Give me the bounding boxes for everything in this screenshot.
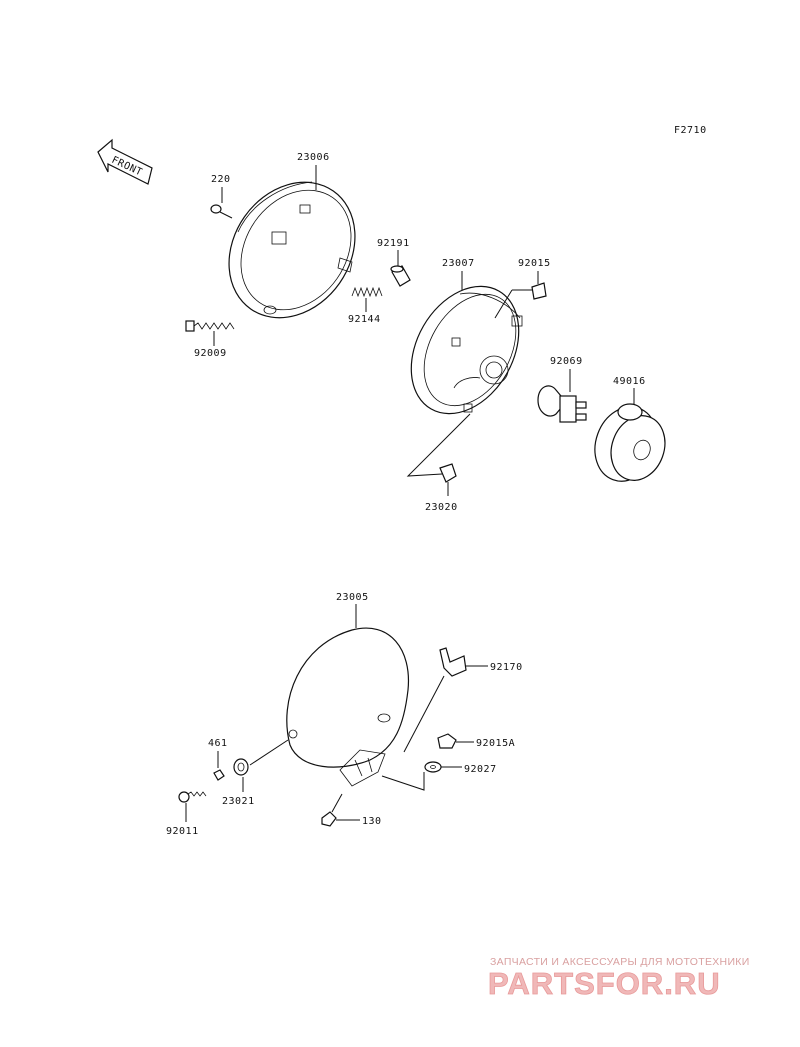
spring-92144 <box>351 286 383 298</box>
front-arrow-icon: FRONT <box>97 138 153 185</box>
label-92027: 92027 <box>464 764 497 775</box>
label-23007: 23007 <box>442 258 475 269</box>
watermark-logo: PARTSFOR.RU <box>488 966 721 1001</box>
label-92015A: 92015A <box>476 738 515 749</box>
bulb-92069 <box>537 385 587 423</box>
label-23021: 23021 <box>222 796 255 807</box>
label-23020: 23020 <box>425 502 458 513</box>
bolt-130 <box>321 793 343 827</box>
watermark-tagline: ЗАПЧАСТИ И АКСЕССУАРЫ ДЛЯ МОТОТЕХНИКИ <box>490 956 750 968</box>
rubber-boot-49016 <box>594 403 666 482</box>
clip-92015 <box>531 282 547 300</box>
collar-92191 <box>390 265 411 287</box>
screw-92009 <box>185 320 235 332</box>
screw-220 <box>210 204 233 219</box>
label-92170: 92170 <box>490 662 523 673</box>
label-461: 461 <box>208 738 228 749</box>
clip-92015A <box>437 733 457 749</box>
bracket-92170 <box>439 647 467 677</box>
headlight-rim-23006 <box>228 181 356 319</box>
washer-92027 <box>424 761 442 773</box>
label-49016: 49016 <box>613 376 646 387</box>
socket-23020 <box>439 463 457 483</box>
label-92011: 92011 <box>166 826 199 837</box>
label-23005: 23005 <box>336 592 369 603</box>
label-92015: 92015 <box>518 258 551 269</box>
label-92009: 92009 <box>194 348 227 359</box>
grommet-23021 <box>233 758 249 776</box>
label-92144: 92144 <box>348 314 381 325</box>
bolt-92011 <box>178 791 207 803</box>
headlight-unit-23007 <box>410 285 523 415</box>
label-23006: 23006 <box>297 152 330 163</box>
headlight-housing-23005 <box>286 627 410 787</box>
nut-461 <box>213 769 225 781</box>
figure-code: F2710 <box>674 125 707 136</box>
label-92069: 92069 <box>550 356 583 367</box>
label-220: 220 <box>211 174 231 185</box>
label-92191: 92191 <box>377 238 410 249</box>
label-130: 130 <box>362 816 382 827</box>
